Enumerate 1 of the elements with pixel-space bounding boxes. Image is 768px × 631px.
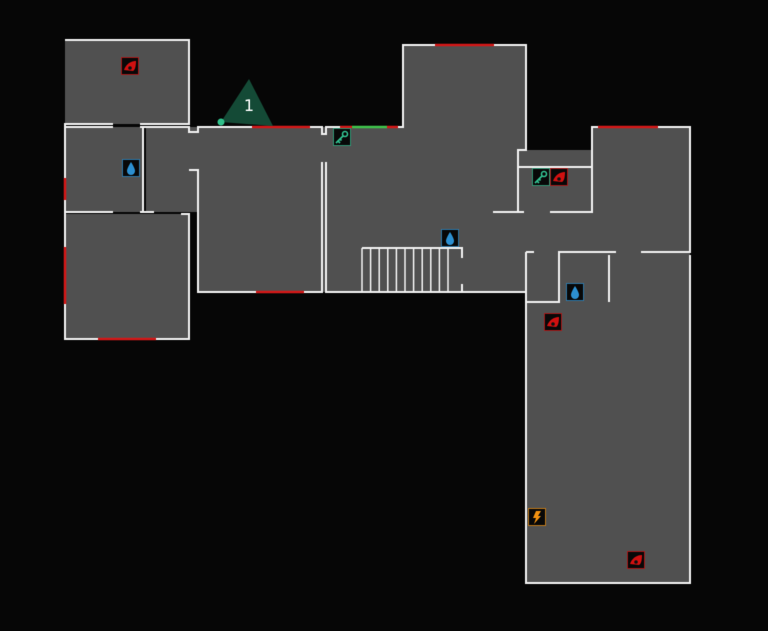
marker-number: 1 — [242, 96, 256, 115]
